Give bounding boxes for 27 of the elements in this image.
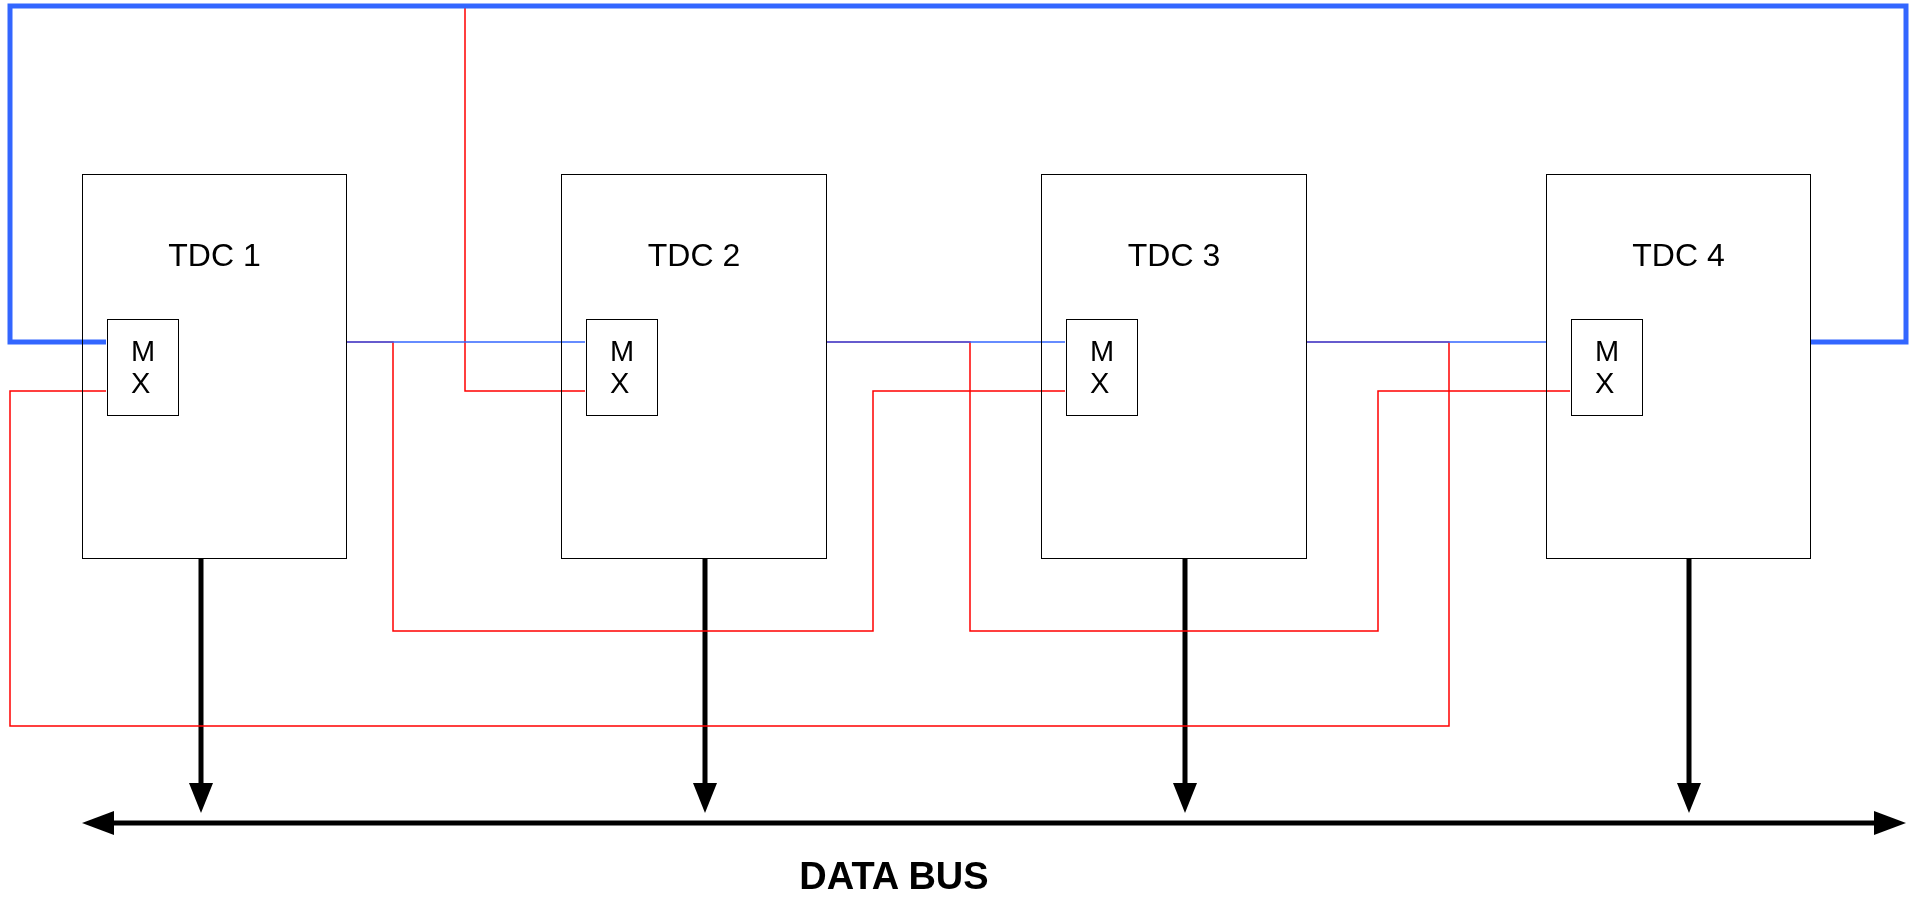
wire [1306,341,1547,343]
multiplexer-label: M X [1594,335,1620,400]
box-title: TDC 2 [646,237,742,274]
multiplexer-box [1066,319,1138,416]
tdc-box [561,174,827,559]
tdc-box [1041,174,1307,559]
multiplexer-box [1571,319,1643,416]
wire [9,341,1450,727]
arrow [1173,559,1197,813]
arrow [1677,559,1701,813]
multiplexer-label: M X [609,335,635,400]
wire [826,341,1066,343]
box-title: TDC 1 [167,237,262,274]
bus-label: DATA BUS [799,855,989,898]
tdc-box [1546,174,1811,559]
arrow [189,559,213,813]
box-title: TDC 3 [1126,237,1222,274]
wire [346,341,586,343]
tdc-box [82,174,347,559]
data-bus-arrow [82,811,1906,835]
multiplexer-box [107,319,179,416]
wire [7,3,1909,345]
box-title: TDC 4 [1631,237,1726,274]
multiplexer-label: M X [1089,335,1115,400]
multiplexer-label: M X [130,335,156,400]
arrow [693,559,717,813]
multiplexer-box [586,319,658,416]
